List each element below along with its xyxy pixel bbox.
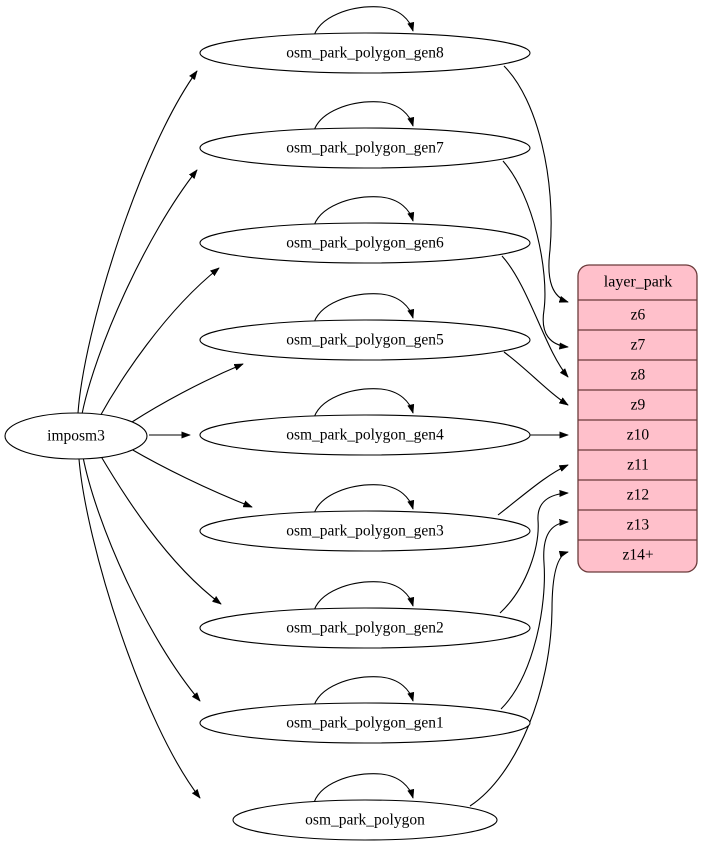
node-imposm3-ellipse[interactable] (4, 412, 148, 460)
self-loop-gen5 (312, 293, 413, 327)
node-gen3[interactable]: osm_park_polygon_gen3 (199, 510, 531, 552)
table-row-z13[interactable]: z13 (627, 517, 650, 534)
node-gen1-ellipse[interactable] (199, 702, 531, 744)
node-gen7[interactable]: osm_park_polygon_gen7 (199, 127, 531, 169)
edge-imposm3-to-gen3 (130, 448, 252, 508)
self-loop-gen6 (312, 196, 413, 230)
edge-gen8-to-z6 (503, 65, 568, 302)
node-base-ellipse[interactable] (232, 799, 498, 841)
table-row-z8[interactable]: z8 (631, 367, 646, 384)
node-gen5-ellipse[interactable] (199, 319, 531, 361)
layer-park-table[interactable]: layer_park z6 z7 z8 z9 z10 z11 z12 z13 z… (577, 264, 698, 573)
node-gen1[interactable]: osm_park_polygon_gen1 (199, 702, 531, 744)
table-row-z10[interactable]: z10 (627, 427, 650, 444)
edge-imposm3-to-gen8 (77, 71, 197, 414)
node-gen4-label: osm_park_polygon_gen4 (286, 427, 444, 444)
node-gen6-label: osm_park_polygon_gen6 (286, 235, 444, 252)
node-base[interactable]: osm_park_polygon (232, 799, 498, 841)
edge-gen6-to-z8 (501, 255, 568, 377)
node-gen7-ellipse[interactable] (199, 127, 531, 169)
edge-imposm3-to-gen7 (81, 170, 197, 415)
node-gen5-label: osm_park_polygon_gen5 (286, 332, 444, 349)
edge-imposm3-to-gen2 (98, 452, 221, 604)
self-loop-base (312, 773, 413, 807)
table-row-z6[interactable]: z6 (631, 307, 646, 324)
node-gen2[interactable]: osm_park_polygon_gen2 (199, 607, 531, 649)
edges-from-imposm3 (77, 71, 252, 798)
table-row-z9[interactable]: z9 (631, 397, 646, 414)
node-base-label: osm_park_polygon (305, 812, 425, 829)
layer-park-header-label: layer_park (604, 274, 672, 291)
node-gen1-label: osm_park_polygon_gen1 (286, 715, 444, 732)
node-gen2-ellipse[interactable] (199, 607, 531, 649)
self-loop-gen2 (312, 581, 413, 615)
self-loop-edges (312, 6, 413, 807)
node-gen2-label: osm_park_polygon_gen2 (286, 620, 444, 637)
node-gen8[interactable]: osm_park_polygon_gen8 (199, 32, 531, 74)
table-row-z11[interactable]: z11 (627, 457, 649, 474)
self-loop-gen3 (312, 484, 413, 518)
edge-imposm3-to-gen6 (98, 268, 219, 419)
layer-park-table-body (577, 264, 698, 573)
node-gen7-label: osm_park_polygon_gen7 (286, 140, 444, 157)
node-gen5[interactable]: osm_park_polygon_gen5 (199, 319, 531, 361)
node-gen8-label: osm_park_polygon_gen8 (286, 45, 444, 62)
edge-gen3-to-z11 (497, 464, 568, 516)
edge-imposm3-to-gen5 (131, 363, 243, 423)
edge-gen2-to-z12 (499, 493, 568, 614)
self-loop-gen4 (312, 388, 413, 422)
edge-gen7-to-z7 (502, 160, 568, 347)
table-row-z7[interactable]: z7 (631, 337, 646, 354)
node-imposm3-label: imposm3 (47, 428, 105, 445)
node-gen3-ellipse[interactable] (199, 510, 531, 552)
edge-base-to-z14 (469, 552, 568, 807)
node-gen3-label: osm_park_polygon_gen3 (286, 523, 444, 540)
self-loop-gen7 (312, 101, 413, 135)
edge-imposm3-to-base (78, 458, 200, 798)
edge-imposm3-to-gen1 (82, 456, 200, 701)
edge-gen1-to-z13 (500, 522, 568, 710)
node-gen6-ellipse[interactable] (199, 222, 531, 264)
edges-to-layer-park (469, 65, 568, 807)
table-row-z12[interactable]: z12 (627, 487, 649, 504)
node-imposm3[interactable]: imposm3 (4, 412, 148, 460)
self-loop-gen1 (312, 676, 413, 710)
node-gen4[interactable]: osm_park_polygon_gen4 (199, 414, 531, 456)
self-loop-gen8 (312, 6, 413, 40)
edge-gen5-to-z9 (503, 351, 568, 405)
node-gen4-ellipse[interactable] (199, 414, 531, 456)
node-gen6[interactable]: osm_park_polygon_gen6 (199, 222, 531, 264)
node-gen8-ellipse[interactable] (199, 32, 531, 74)
table-row-z14plus[interactable]: z14+ (622, 547, 653, 564)
